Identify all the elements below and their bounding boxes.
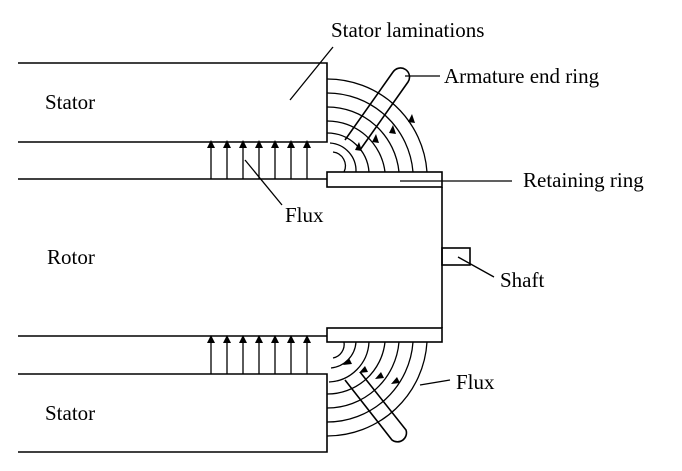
leader-stator-laminations — [289, 46, 334, 101]
label-flux-bottom: Flux — [456, 370, 495, 394]
flux-arrows-bottom — [207, 335, 311, 374]
label-armature-end-ring: Armature end ring — [444, 64, 600, 88]
armature-end-ring-bottom — [344, 371, 408, 443]
label-rotor: Rotor — [47, 245, 95, 269]
retaining-ring-top — [326, 171, 443, 188]
stator-bottom — [18, 373, 328, 453]
label-stator-top: Stator — [45, 90, 95, 114]
leader-shaft — [457, 256, 495, 278]
label-stator-bottom: Stator — [45, 401, 95, 425]
flux-arcs-top — [326, 78, 428, 173]
retaining-ring-bottom — [326, 327, 443, 343]
shaft — [441, 247, 471, 266]
label-stator-laminations: Stator laminations — [331, 18, 484, 42]
label-shaft: Shaft — [500, 268, 544, 292]
label-flux-center: Flux — [285, 203, 324, 227]
label-retaining-ring: Retaining ring — [523, 168, 644, 192]
leader-flux-bottom — [419, 379, 451, 386]
armature-end-ring-top — [344, 67, 411, 151]
stator-top — [18, 62, 328, 143]
leader-flux-center — [244, 159, 283, 206]
flux-arrows-top — [207, 140, 311, 179]
